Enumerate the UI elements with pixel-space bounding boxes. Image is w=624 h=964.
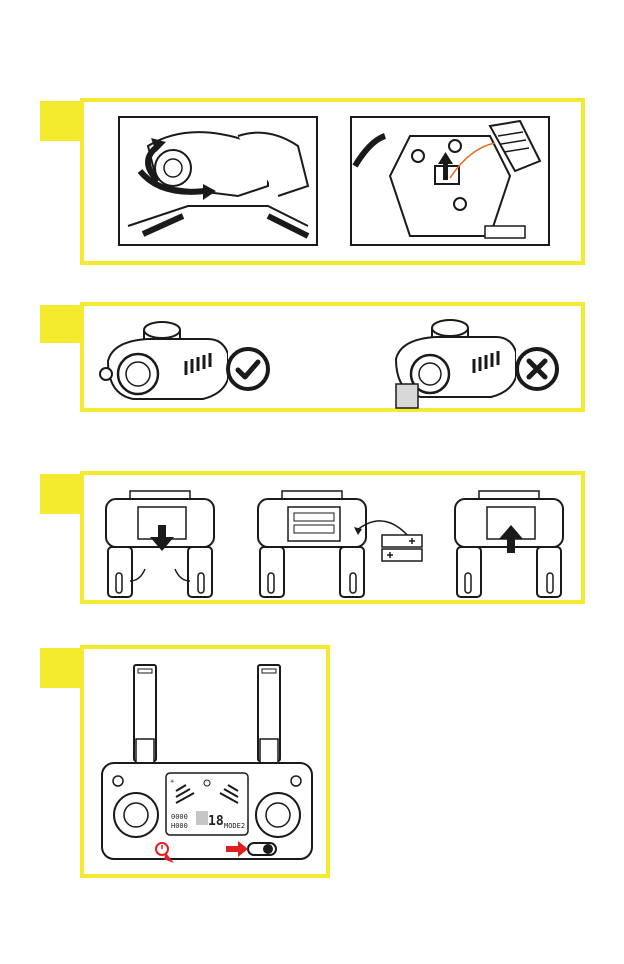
camera-correct-illustration [98,316,228,406]
x-circle-icon [514,346,560,392]
step-1-illustration-right [350,116,550,246]
step-4-corner-marker [40,648,84,688]
step-2-panel [80,302,585,412]
lcd-mode-label: MODE2 [224,822,245,830]
step-1-panel [80,98,585,265]
camera-incorrect-illustration [386,314,516,410]
batteries-insert-illustration [354,511,424,571]
lcd-left-sub: H000 [171,822,188,830]
step-4-panel: ✳ 0000 H000 18 MODE2 [80,645,330,878]
step-3-panel [80,471,585,604]
check-circle-icon [225,346,271,392]
lcd-left-digits: 0000 [171,813,188,821]
lcd-center-digits: 18 [208,814,224,829]
step-1-corner-marker [40,101,84,141]
step-3-corner-marker [40,474,84,514]
step-1-illustration-left [118,116,318,246]
step-2-corner-marker [40,305,84,343]
controller-back-open-illustration [100,489,220,599]
controller-back-closed-illustration [449,489,569,599]
controller-front-illustration: ✳ 0000 H000 18 MODE2 [94,659,320,869]
